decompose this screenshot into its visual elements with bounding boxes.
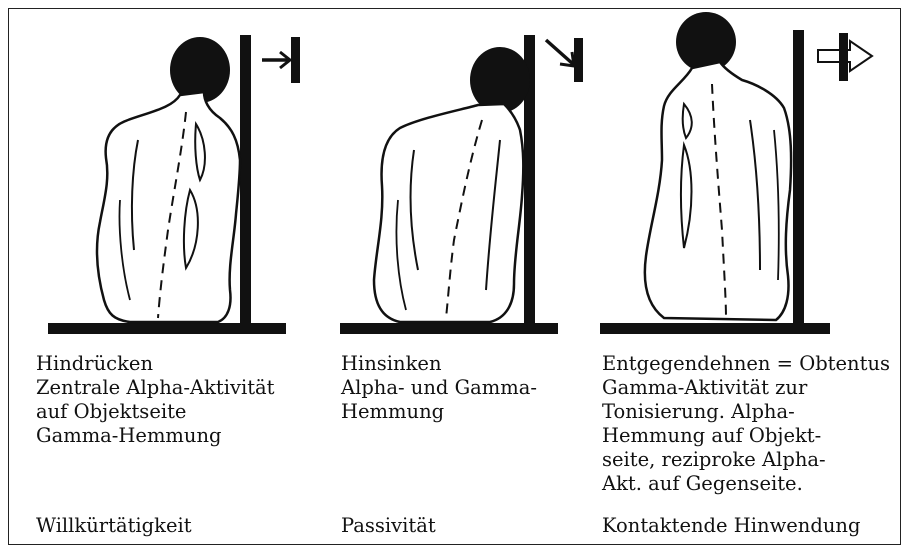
caption-line: Gamma-Aktivität zur: [602, 376, 890, 400]
caption-title: Entgegendehnen = Obtentus: [602, 352, 890, 376]
caption-line: auf Objektseite: [36, 400, 275, 424]
caption-line: Zentrale Alpha-Aktivität: [36, 376, 275, 400]
caption-line: Hemmung auf Objekt-: [602, 424, 890, 448]
push-arrow-icon: [262, 37, 300, 83]
summary-willkuertaetigkeit: Willkürtätigkeit: [36, 514, 192, 537]
caption-line: Akt. auf Gegenseite.: [602, 472, 890, 496]
caption-line: seite, reziproke Alpha-: [602, 448, 890, 472]
caption-line: Alpha- und Gamma-: [341, 376, 537, 400]
summary-kontaktende-hinwendung: Kontaktende Hinwendung: [602, 514, 860, 537]
caption-line: Gamma-Hemmung: [36, 424, 275, 448]
caption-line: Hemmung: [341, 400, 537, 424]
caption-title: Hinsinken: [341, 352, 537, 376]
wall-post: [240, 35, 251, 327]
torso: [97, 92, 240, 322]
caption-hindruecken: Hindrücken Zentrale Alpha-Aktivität auf …: [36, 352, 275, 448]
caption-hinsinken: Hinsinken Alpha- und Gamma- Hemmung: [341, 352, 537, 424]
figure-pushing-back: [0, 0, 300, 345]
caption-title: Hindrücken: [36, 352, 275, 376]
caption-entgegendehnen: Entgegendehnen = Obtentus Gamma-Aktivitä…: [602, 352, 890, 496]
summary-passivitaet: Passivität: [341, 514, 436, 537]
caption-line: Tonisierung. Alpha-: [602, 400, 890, 424]
